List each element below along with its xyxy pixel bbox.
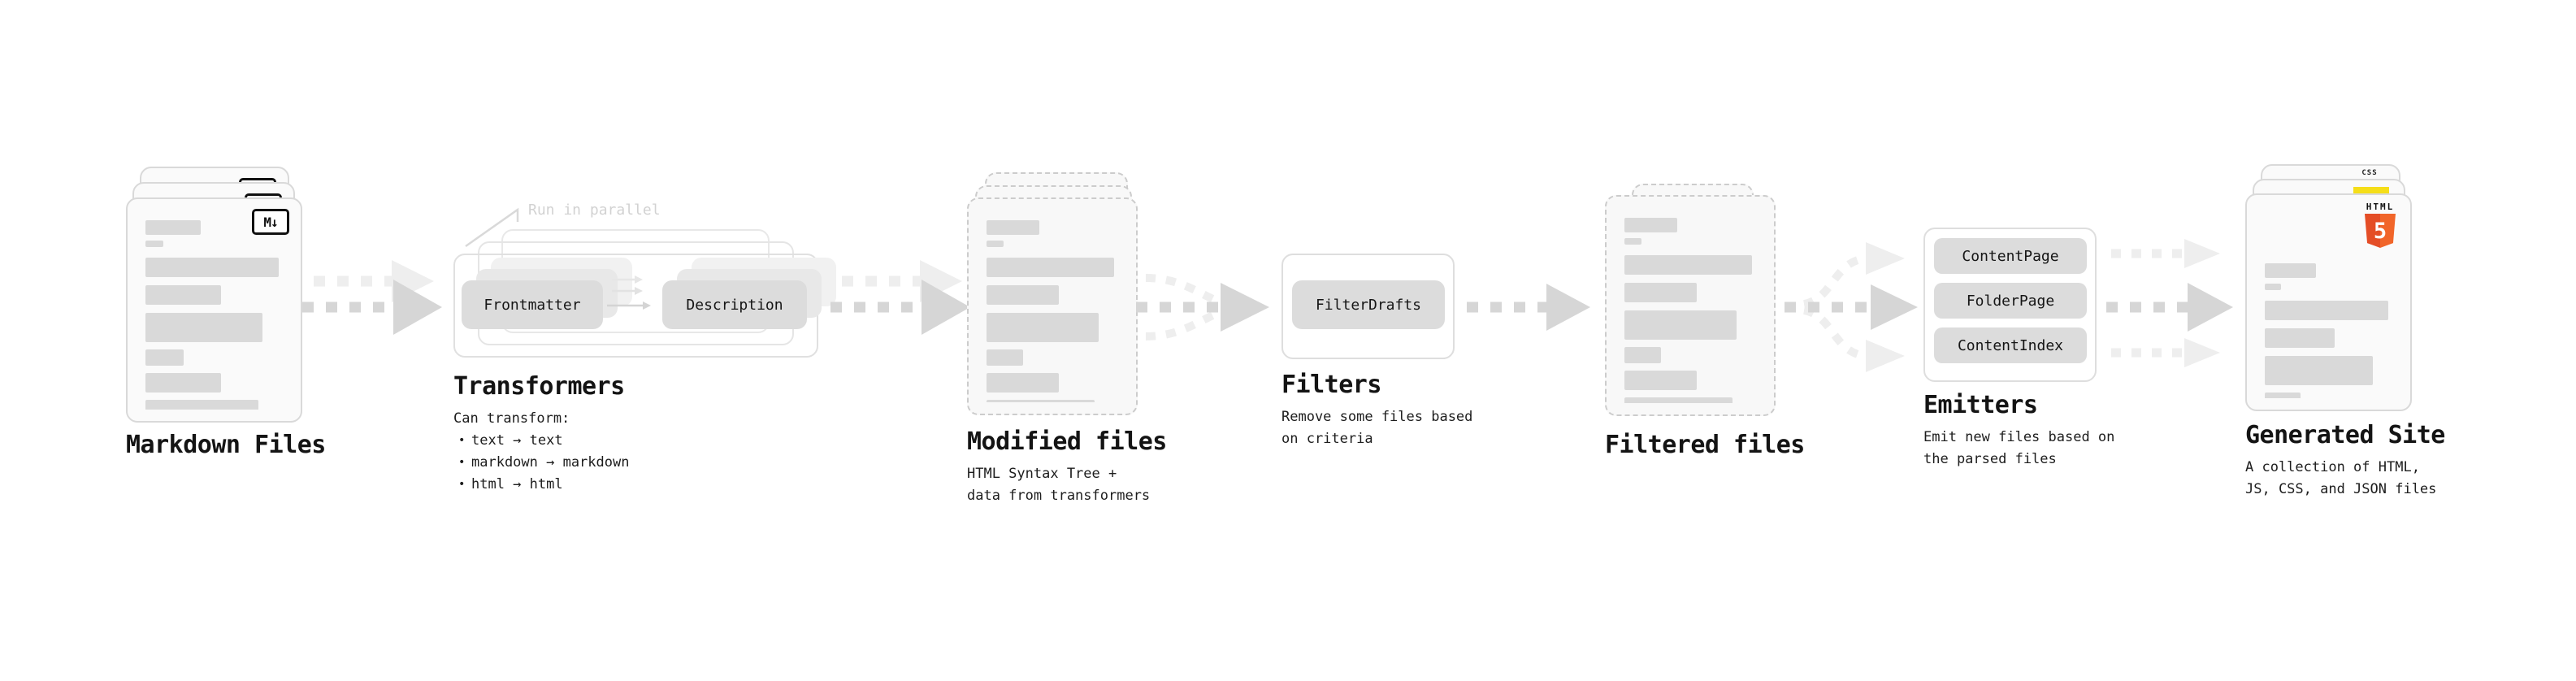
placeholder-bar: [1624, 283, 1698, 302]
parallel-step-arrows: [607, 275, 651, 310]
placeholder-text-bars: [145, 220, 283, 410]
emitter-node-contentindex: ContentIndex: [1934, 327, 2087, 363]
stage-title-generated-site: Generated Site: [2245, 421, 2445, 449]
placeholder-bar: [1624, 347, 1662, 363]
placeholder-bar: [1624, 255, 1753, 275]
flow-arrow-filters-to-filtered: [1467, 284, 1590, 331]
placeholder-bar: [145, 349, 184, 366]
placeholder-bar: [987, 258, 1115, 277]
stage-title-filtered-files: Filtered files: [1605, 431, 1805, 459]
filter-node-filterdrafts: FilterDrafts: [1292, 280, 1445, 329]
placeholder-text-bars: [1624, 218, 1756, 403]
placeholder-bar: [2265, 356, 2374, 385]
stage-title-filters: Filters: [1281, 371, 1381, 399]
flow-arrows-emitters-to-generated: [2106, 239, 2233, 367]
transformers-capability-list: text → text markdown → markdown html → h…: [457, 430, 629, 496]
emitter-node-label: ContentPage: [1962, 247, 2059, 265]
placeholder-bar: [145, 241, 163, 247]
markdown-icon: M↓: [252, 209, 289, 235]
emitter-node-label: FolderPage: [1966, 292, 2055, 310]
html5-icon: HTML 5: [2363, 202, 2397, 248]
transformer-node-frontmatter: Frontmatter: [462, 280, 603, 329]
emitters-description: Emit new files based on the parsed files: [1923, 429, 2115, 467]
placeholder-bar: [2265, 284, 2282, 290]
placeholder-bar: [2265, 393, 2301, 398]
placeholder-bar: [2265, 301, 2389, 320]
modified-files-description: HTML Syntax Tree + data from transformer…: [967, 466, 1151, 504]
placeholder-bar: [145, 285, 221, 305]
emitter-node-label: ContentIndex: [1957, 336, 2064, 354]
placeholder-bar: [987, 241, 1004, 247]
flow-arrow-markdown-to-transformers: [302, 260, 442, 335]
placeholder-bar: [1624, 218, 1677, 232]
placeholder-bar: [987, 220, 1039, 235]
generated-site-description: A collection of HTML, JS, CSS, and JSON …: [2245, 459, 2437, 497]
flow-arrow-transformers-to-modified: [830, 260, 970, 335]
css-icon-label: CSS: [2361, 169, 2378, 177]
transformer-node-description: Description: [662, 280, 807, 329]
filter-node-label: FilterDrafts: [1315, 296, 1422, 314]
placeholder-bar: [2265, 263, 2316, 278]
stage-title-modified-files: Modified files: [967, 427, 1167, 456]
placeholder-bar: [1624, 371, 1698, 390]
capability-item: text → text: [457, 430, 629, 452]
flow-arrow-filtered-to-emitters: [1785, 242, 1918, 372]
placeholder-bar: [987, 313, 1099, 342]
generated-file-card: HTML 5: [2245, 193, 2412, 411]
placeholder-bar: [987, 400, 1095, 402]
placeholder-bar: [987, 373, 1060, 393]
placeholder-bar: [145, 220, 201, 235]
placeholder-text-bars: [2265, 263, 2392, 398]
markdown-file-card: M↓: [126, 197, 302, 423]
transformers-description: Can transform:: [453, 410, 570, 427]
placeholder-bar: [987, 349, 1024, 366]
placeholder-bar: [1624, 238, 1642, 245]
stage-title-emitters: Emitters: [1923, 391, 2038, 419]
modified-file-card: [967, 197, 1138, 415]
flow-arrow-modified-to-filters: [1136, 274, 1269, 340]
placeholder-text-bars: [987, 220, 1118, 402]
stage-title-transformers: Transformers: [453, 372, 625, 401]
html5-icon-number: 5: [2373, 218, 2387, 244]
capability-item: html → html: [457, 474, 629, 496]
emitter-node-folderpage: FolderPage: [1934, 283, 2087, 319]
placeholder-bar: [145, 400, 258, 410]
stage-title-markdown-files: Markdown Files: [126, 431, 326, 459]
placeholder-bar: [145, 373, 221, 393]
capability-item: markdown → markdown: [457, 452, 629, 474]
run-in-parallel-leader-line: [465, 207, 519, 248]
markdown-icon-label: M↓: [263, 214, 278, 230]
transformer-node-label: Frontmatter: [484, 296, 581, 314]
filtered-file-card: [1605, 195, 1776, 416]
placeholder-bar: [1624, 397, 1733, 403]
transformer-node-label: Description: [686, 296, 783, 314]
placeholder-bar: [987, 285, 1060, 305]
filters-description: Remove some files based on criteria: [1281, 409, 1473, 447]
placeholder-bar: [2265, 328, 2335, 348]
run-in-parallel-label: Run in parallel: [528, 202, 661, 219]
placeholder-bar: [1624, 310, 1737, 340]
placeholder-bar: [145, 313, 262, 342]
html5-icon-label: HTML: [2366, 202, 2395, 212]
html5-icon-shield: 5: [2365, 214, 2396, 248]
placeholder-bar: [145, 258, 279, 277]
emitter-node-contentpage: ContentPage: [1934, 238, 2087, 274]
